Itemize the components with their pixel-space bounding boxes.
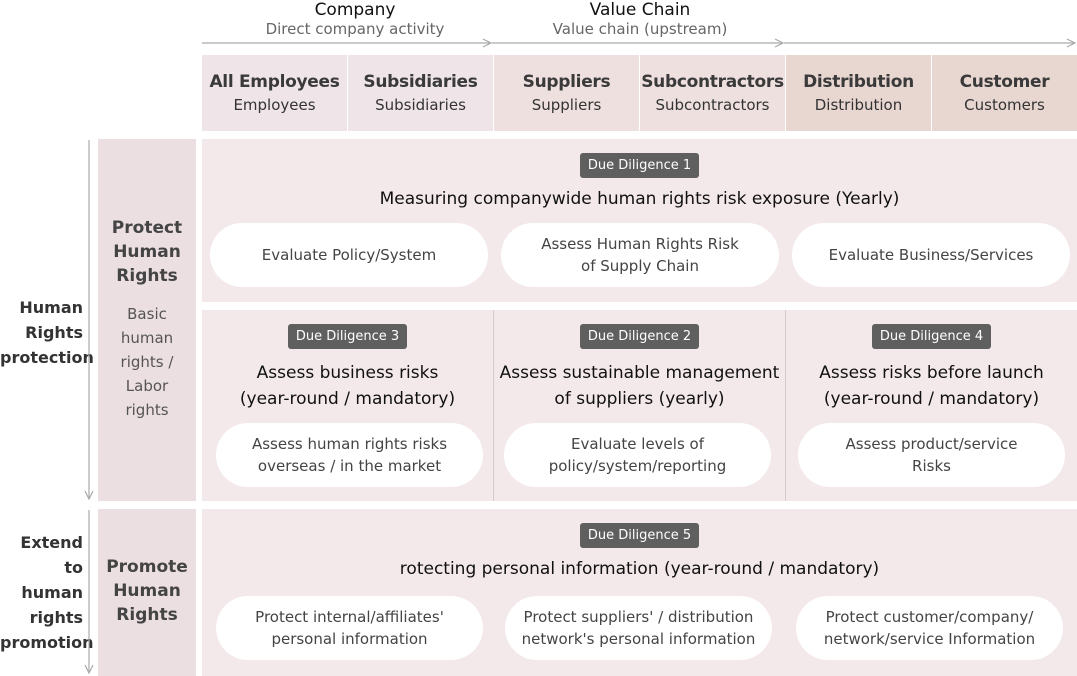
due-diligence-4-title: Assess risks before launch (year-round /… — [819, 363, 1044, 409]
column-customer: Customer Customers — [932, 55, 1077, 131]
due-diligence-5-title: rotecting personal information (year-rou… — [399, 559, 880, 579]
due-diligence-4-badge: Due Diligence 4 — [872, 324, 991, 349]
column-main-label: Subcontractors — [641, 72, 784, 92]
pill-evaluate-business: Evaluate Business/Services — [792, 223, 1070, 287]
column-all-employees: All Employees Employees — [202, 55, 347, 131]
column-sub-label: Employees — [233, 96, 316, 114]
column-distribution: Distribution Distribution — [786, 55, 931, 131]
column-sub-label: Customers — [964, 96, 1045, 114]
protect-human-rights-box — [98, 139, 196, 501]
column-subcontractors: Subcontractors Subcontractors — [640, 55, 785, 131]
due-diligence-3-badge: Due Diligence 3 — [288, 324, 407, 349]
pill-protect-supplier-info: Protect suppliers' / distribution networ… — [505, 596, 772, 660]
pill-assess-overseas-risks: Assess human rights risks overseas / in … — [216, 423, 483, 487]
value-chain-title: Value Chain — [589, 0, 691, 20]
side-label-protection: Human Rights protection — [0, 298, 94, 367]
due-diligence-3-title: Assess business risks (year-round / mand… — [239, 363, 456, 409]
company-title: Company — [314, 0, 396, 20]
due-diligence-1-badge: Due Diligence 1 — [580, 153, 699, 178]
promote-human-rights-box — [98, 509, 196, 676]
column-main-label: Customer — [959, 72, 1050, 92]
column-sub-label: Distribution — [814, 96, 903, 114]
protect-human-rights-subtitle: Basic human rights / Labor rights — [120, 305, 174, 419]
due-diligence-2-badge: Due Diligence 2 — [580, 324, 699, 349]
company-subtitle: Direct company activity — [265, 20, 445, 38]
header-arrows — [202, 38, 1077, 48]
pill-protect-internal-info: Protect internal/affiliates' personal in… — [216, 596, 483, 660]
pill-protect-customer-info: Protect customer/company/ network/servic… — [796, 596, 1063, 660]
side-label-promotion: Extend to human rights promotion — [0, 533, 94, 652]
column-sub-label: Suppliers — [531, 96, 602, 114]
value-chain-subtitle: Value chain (upstream) — [552, 20, 728, 38]
middle-divider-left — [493, 310, 494, 501]
pill-assess-product-risks: Assess product/service Risks — [798, 423, 1065, 487]
middle-divider-right — [785, 310, 786, 501]
column-sub-label: Subcontractors — [655, 96, 770, 114]
due-diligence-5-badge: Due Diligence 5 — [580, 523, 699, 548]
promote-human-rights-title: Promote Human Rights — [106, 557, 188, 625]
due-diligence-1-title: Measuring companywide human rights risk … — [379, 189, 900, 209]
column-main-label: Distribution — [803, 72, 914, 92]
column-main-label: Suppliers — [522, 72, 611, 92]
pill-evaluate-policy-reporting: Evaluate levels of policy/system/reporti… — [504, 423, 771, 487]
column-main-label: All Employees — [209, 72, 340, 92]
column-sub-label: Subsidiaries — [375, 96, 466, 114]
column-suppliers: Suppliers Suppliers — [494, 55, 639, 131]
column-main-label: Subsidiaries — [363, 72, 478, 92]
column-subsidiaries: Subsidiaries Subsidiaries — [348, 55, 493, 131]
pill-evaluate-policy: Evaluate Policy/System — [210, 223, 488, 287]
due-diligence-2-title: Assess sustainable management of supplie… — [499, 363, 780, 409]
protect-human-rights-title: Protect Human Rights — [111, 218, 183, 286]
vertical-arrows — [84, 140, 94, 675]
pill-assess-supply-chain: Assess Human Rights Risk of Supply Chain — [501, 223, 779, 287]
